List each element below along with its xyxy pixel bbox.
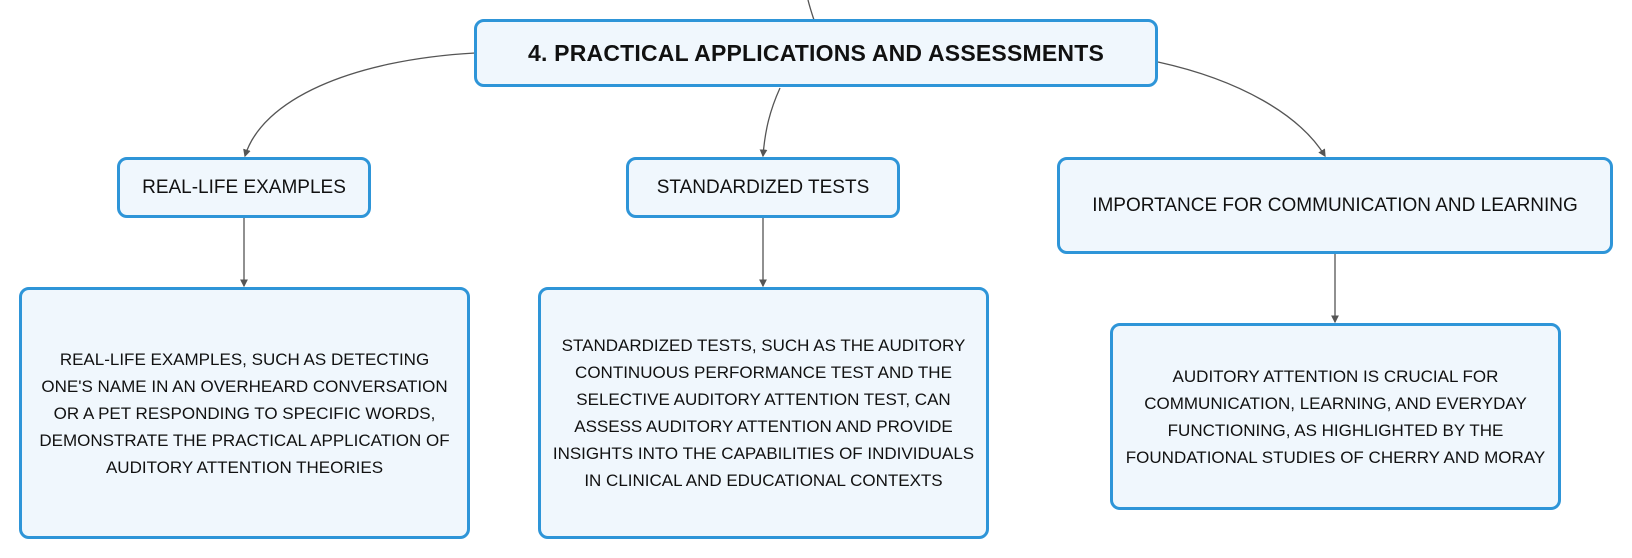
topic-node-label: REAL-LIFE EXAMPLES [142, 176, 346, 198]
topic-node-importance-for-communication-and-learning[interactable]: IMPORTANCE FOR COMMUNICATION AND LEARNIN… [1057, 157, 1613, 254]
topic-node-label: STANDARDIZED TESTS [656, 176, 870, 198]
connector-parent-to-root [807, 0, 815, 21]
detail-node-standardized-tests[interactable]: STANDARDIZED TESTS, SUCH AS THE AUDITORY… [538, 287, 989, 539]
topic-node-label: IMPORTANCE FOR COMMUNICATION AND LEARNIN… [1092, 194, 1578, 216]
connector-root-to-importance [1157, 61, 1326, 158]
topic-node-real-life-examples[interactable]: REAL-LIFE EXAMPLES [117, 157, 371, 218]
topic-node-standardized-tests[interactable]: STANDARDIZED TESTS [626, 157, 900, 218]
connector-root-to-standardized-tests [759, 87, 781, 158]
root-node-label: 4. PRACTICAL APPLICATIONS AND ASSESSMENT… [527, 39, 1104, 66]
detail-node-real-life-examples[interactable]: REAL-LIFE EXAMPLES, SUCH AS DETECTING ON… [19, 287, 470, 539]
root-node[interactable]: 4. PRACTICAL APPLICATIONS AND ASSESSMENT… [474, 19, 1158, 87]
detail-node-text: REAL-LIFE EXAMPLES, SUCH AS DETECTING ON… [39, 349, 450, 477]
detail-node-text: STANDARDIZED TESTS, SUCH AS THE AUDITORY… [552, 336, 975, 490]
detail-node-text: AUDITORY ATTENTION IS CRUCIAL FOR COMMUN… [1125, 366, 1546, 467]
detail-node-importance-for-communication-and-learning[interactable]: AUDITORY ATTENTION IS CRUCIAL FOR COMMUN… [1110, 323, 1561, 510]
connector-root-to-real-life-examples [243, 52, 476, 158]
